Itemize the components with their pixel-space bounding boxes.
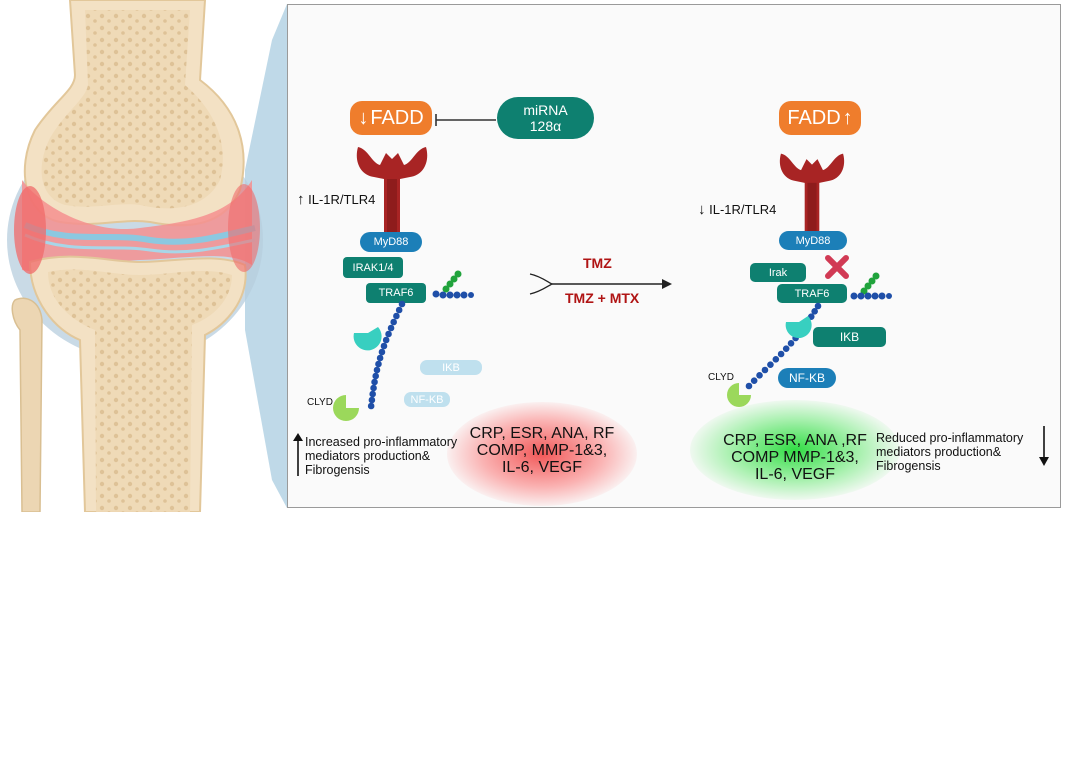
receptor-icon-right (779, 153, 845, 233)
myd88-box-right: MyD88 (779, 231, 847, 250)
effect-right-line3: Fibrogensis (876, 459, 941, 473)
markers-right: CRP, ESR, ANA ,RF COMP MMP-1&3, IL-6, VE… (715, 432, 875, 483)
ikb-box-right: IKB (813, 327, 886, 347)
polyubiquitin-chain-right (745, 302, 822, 390)
drug-tmz: TMZ (583, 255, 612, 271)
effect-left-line3: Fibrogensis (305, 463, 370, 477)
markers-left: CRP, ESR, ANA, RF COMP, MMP-1&3, IL-6, V… (462, 425, 622, 476)
receptor-icon (356, 147, 428, 233)
myd88-box: MyD88 (360, 232, 422, 252)
down-arrow-icon: ↓ (358, 106, 369, 129)
down-arrow-icon-effect (1039, 426, 1049, 466)
blocked-x-icon (825, 255, 849, 279)
effect-right: Reduced pro-inflammatory mediators produ… (876, 431, 1023, 473)
clyd-enzyme-left (333, 395, 359, 421)
markers-left-line1: CRP, ESR, ANA, RF (469, 425, 615, 442)
markers-left-line2: COMP, MMP-1&3, (476, 442, 608, 459)
reduced-glow (690, 400, 900, 500)
effect-left-line2: mediators production& (305, 449, 431, 463)
traf6-box-right: TRAF6 (777, 284, 847, 303)
markers-right-line3: IL-6, VEGF (754, 466, 836, 483)
up-arrow-icon-effect (293, 433, 303, 476)
fadd-label: FADD (370, 106, 424, 129)
fadd-label-right: FADD (787, 106, 841, 129)
polyubiquitin-chain-left (353, 300, 406, 410)
traf6-box: TRAF6 (366, 283, 426, 303)
knee-joint-illustration (7, 0, 287, 512)
clyd-enzyme-right (727, 383, 751, 407)
nfkb-box-faded: NF-KB (404, 392, 450, 407)
irak-box: IRAK1/4 (343, 257, 403, 278)
mirna-line2: 128α (529, 118, 562, 134)
markers-right-line1: CRP, ESR, ANA ,RF (723, 432, 867, 449)
receptor-label: IL-1R/TLR4 (308, 192, 376, 207)
fibula-bone (11, 297, 43, 512)
up-arrow-icon: ↑ (842, 106, 853, 129)
ubiquitin-chain (432, 270, 474, 299)
receptor-label-right: IL-1R/TLR4 (709, 202, 777, 217)
zoom-wedge (245, 4, 287, 508)
fadd-decreased-box: ↓ FADD (350, 101, 432, 135)
pathway-panel (287, 4, 1061, 508)
effect-left: Increased pro-inflammatory mediators pro… (305, 435, 457, 477)
ubiquitin-chain-right (850, 272, 892, 300)
down-arrow-icon: ↓ (698, 201, 706, 218)
mirna-line1: miRNA (523, 102, 568, 118)
deubiquitinase-icon (353, 327, 382, 351)
receptor-up-label: ↑ IL-1R/TLR4 (297, 191, 376, 208)
treatment-arrow (529, 273, 672, 295)
irak-box-right: Irak (750, 263, 806, 282)
drug-tmz-mtx: TMZ + MTX (565, 290, 640, 306)
effect-right-line1: Reduced pro-inflammatory (876, 431, 1024, 445)
markers-right-line2: COMP MMP-1&3, (731, 449, 859, 466)
up-arrow-icon: ↑ (297, 191, 305, 208)
fadd-increased-box: FADD ↑ (779, 101, 861, 135)
nfkb-box-right: NF-KB (778, 368, 836, 388)
deubiquitinase-icon-right (785, 316, 812, 339)
ikb-box-faded: IKB (420, 360, 482, 375)
inflammation-glow (447, 402, 637, 506)
mirna-128a-box: miRNA 128α (497, 97, 594, 139)
inhibition-line (435, 114, 496, 126)
clyd-label-right: CLYD (708, 372, 734, 383)
clyd-label-left: CLYD (307, 397, 333, 408)
effect-right-line2: mediators production& (876, 445, 1002, 459)
receptor-down-label: ↓ IL-1R/TLR4 (698, 201, 777, 218)
markers-left-line3: IL-6, VEGF (501, 459, 583, 476)
effect-left-line1: Increased pro-inflammatory (305, 435, 458, 449)
